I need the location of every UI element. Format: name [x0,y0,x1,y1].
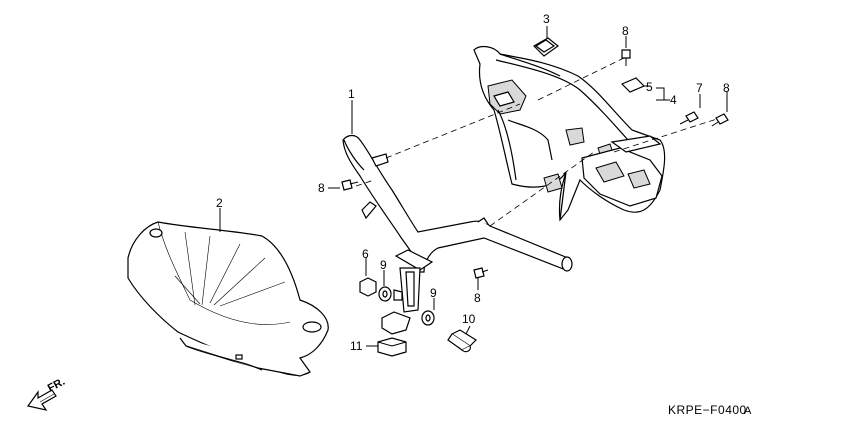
callout-8: 8 [318,181,325,195]
callout-8: 8 [723,81,730,95]
nut-11[interactable] [377,337,407,357]
bolt-10[interactable] [447,329,477,353]
callout-5: 5 [646,80,653,94]
diagram-code-suffix: A [744,405,752,417]
callout-6: 6 [362,247,369,261]
cap-plug-3[interactable] [533,37,559,57]
screw-7[interactable] [679,111,699,125]
cap-plug-5[interactable] [620,77,646,93]
screw-8[interactable] [711,113,729,127]
leader-lines [219,26,728,347]
callout-9: 9 [430,286,437,300]
screw-8[interactable] [341,179,359,191]
callout-2: 2 [216,196,223,210]
callout-9: 9 [380,258,387,272]
assembly-line [355,179,375,187]
rear-handlebar-cover[interactable] [473,45,666,222]
callout-8: 8 [474,291,481,305]
assembly-line [489,151,595,227]
callout-11: 11 [350,339,363,353]
callout-10: 10 [462,312,476,326]
assembly-line [385,103,521,159]
front-handlebar-cover[interactable] [127,221,329,377]
callout-1: 1 [348,87,355,101]
callout-3: 3 [543,12,550,26]
washer-9[interactable] [378,286,392,302]
callout-8: 8 [622,24,629,38]
assembly-line [613,117,721,153]
front-direction-arrow: FR. [26,376,67,411]
direction-label: FR. [46,376,67,395]
screw-8[interactable] [621,49,631,66]
assembly-line [537,55,629,101]
screw-8[interactable] [473,267,489,279]
callout-4: 4 [670,93,677,107]
callout-7: 7 [696,81,703,95]
diagram-code: KRPE−F0400 [668,403,747,417]
handlebar-pipe[interactable] [342,134,573,335]
washer-9[interactable] [421,310,435,326]
nut-6[interactable] [359,277,377,297]
